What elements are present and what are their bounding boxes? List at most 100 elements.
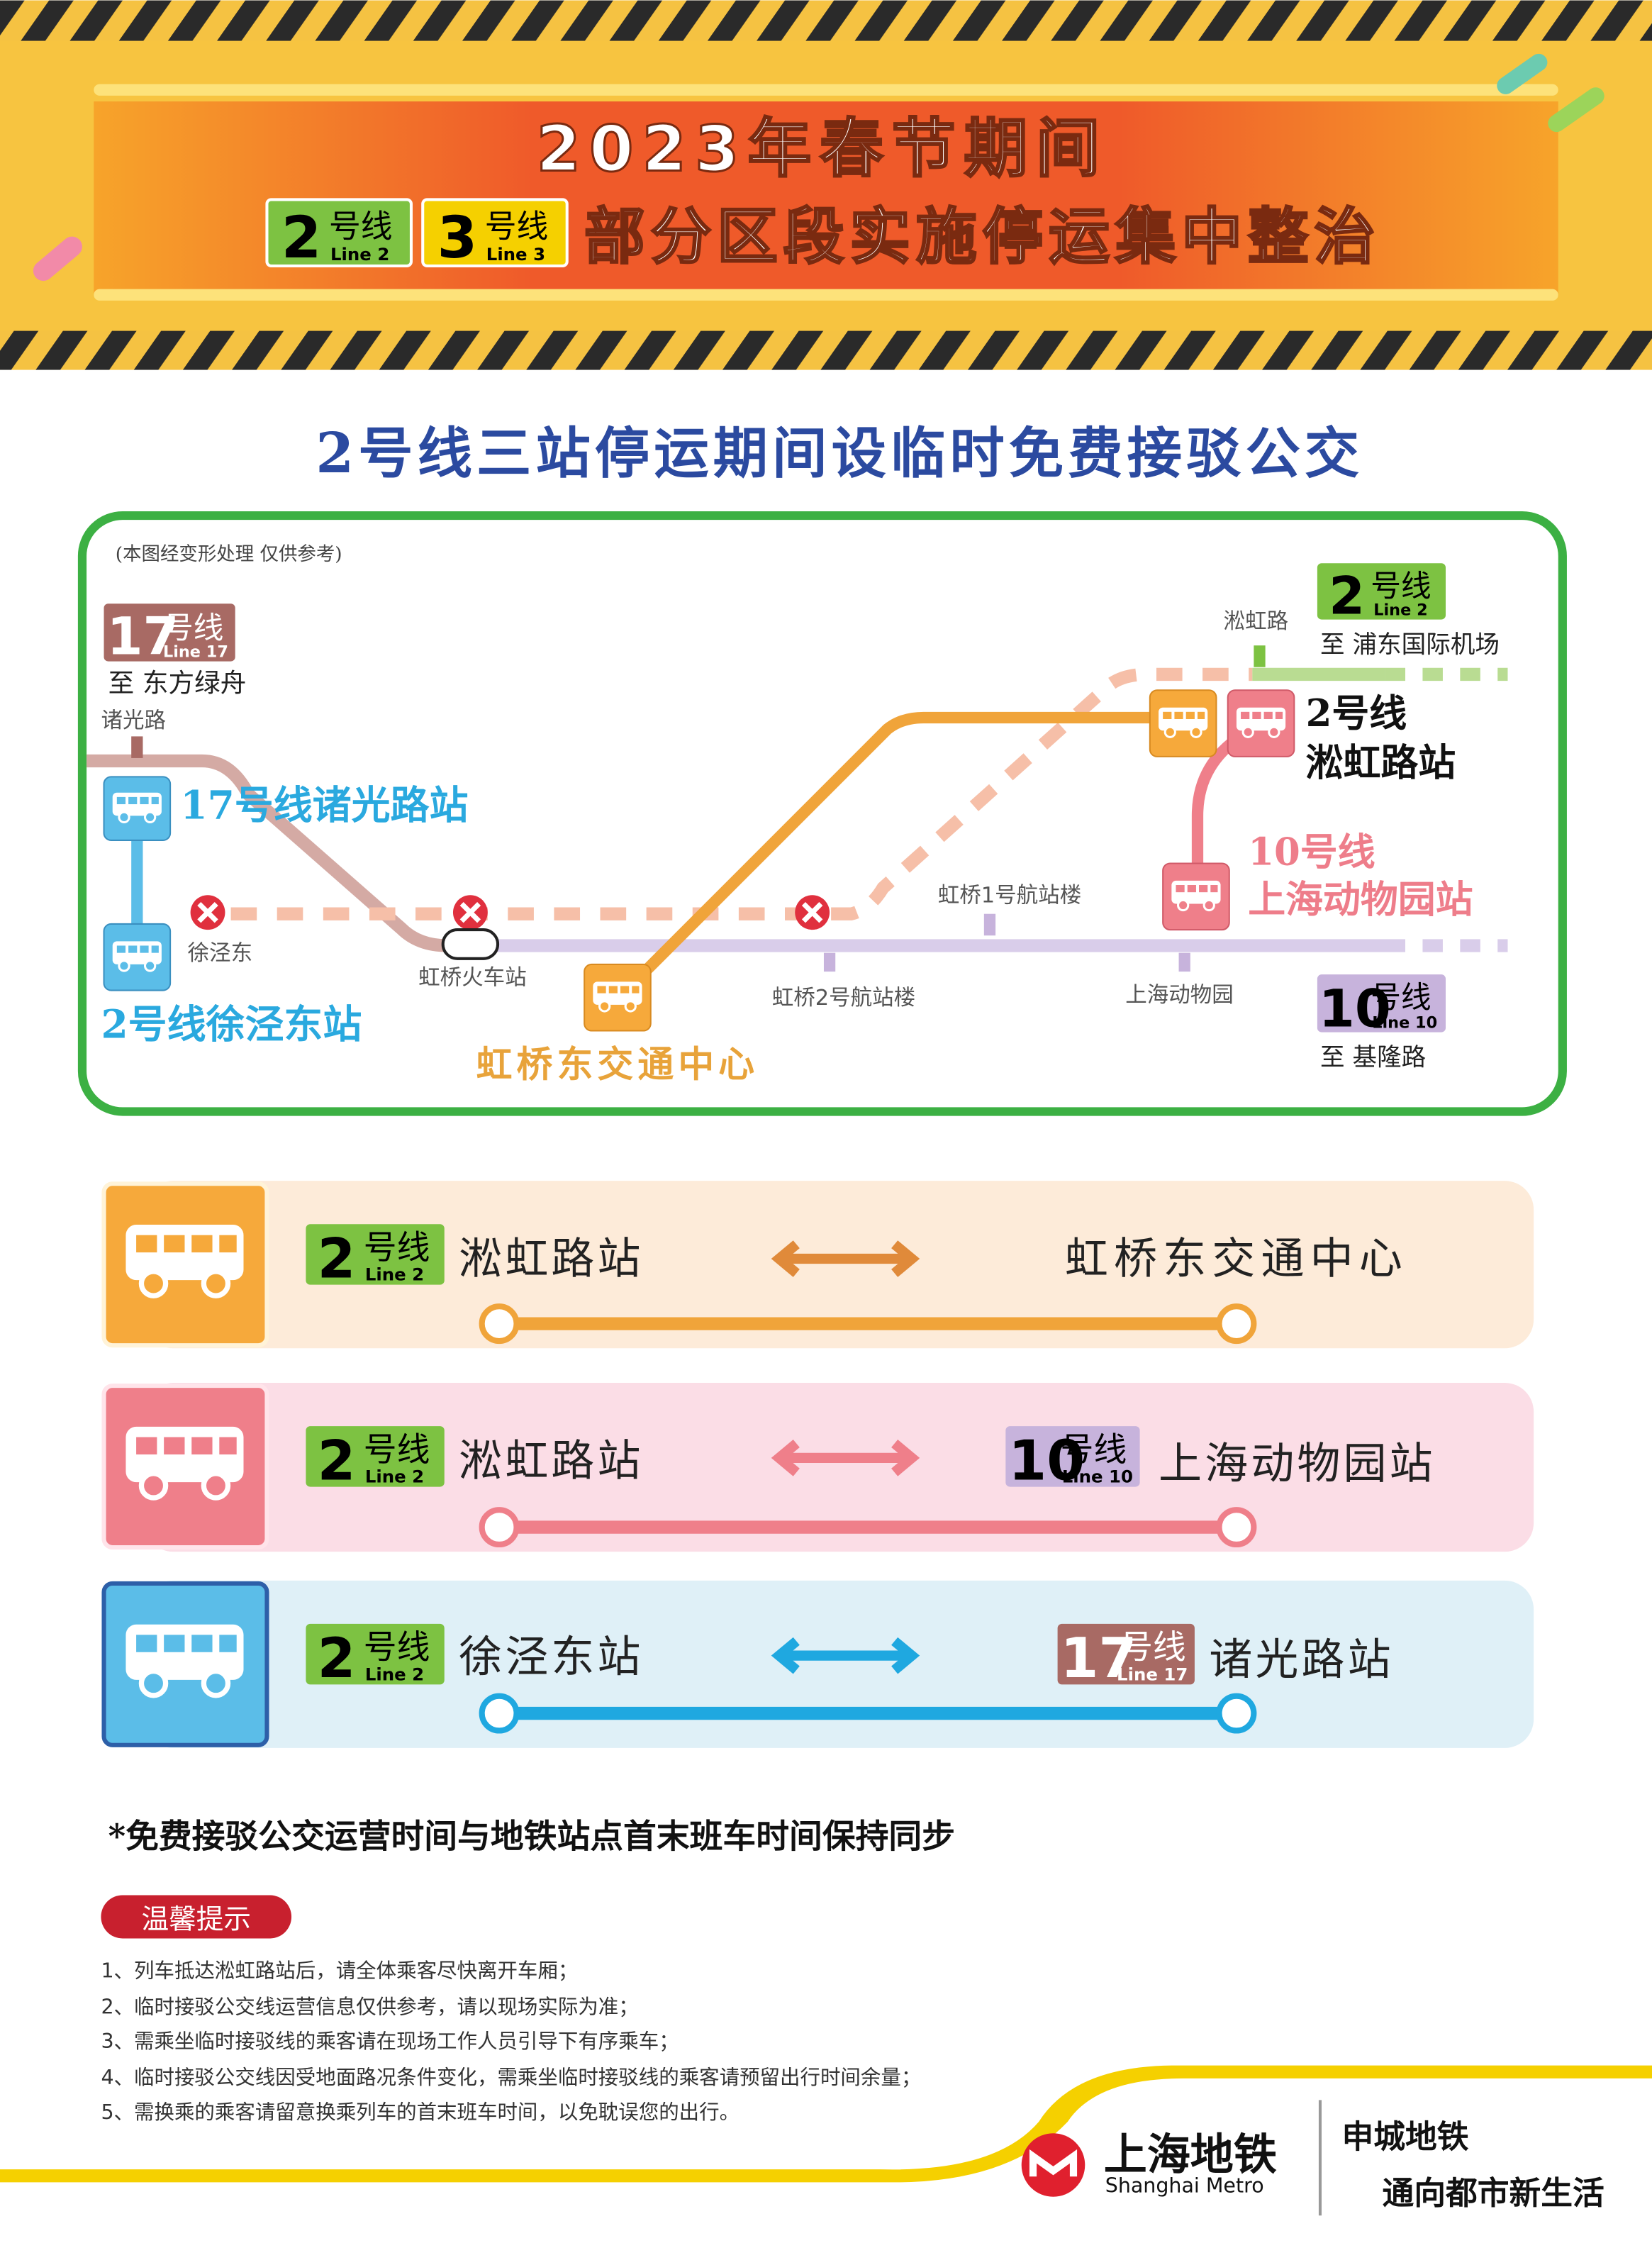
svg-text:号线: 号线 xyxy=(329,207,393,245)
station-label: 上海动物园 xyxy=(1125,983,1234,1008)
route-to: 虹桥东交通中心 xyxy=(1065,1233,1408,1284)
tips: 温馨提示 1、列车抵达淞虹路站后，请全体乘客尽快离开车厢； 2、临时接驳公交线运… xyxy=(101,1895,921,2124)
bus-stop-icon xyxy=(1149,689,1217,757)
svg-text:Line 10: Line 10 xyxy=(1062,1466,1133,1486)
svg-text:3: 3 xyxy=(437,204,478,272)
line-17-destination: 至 东方绿舟 xyxy=(108,667,247,698)
svg-text:Line 2: Line 2 xyxy=(365,1466,424,1486)
tips-badge xyxy=(101,1895,292,1939)
svg-text:Line 10: Line 10 xyxy=(1372,1013,1437,1032)
badge-line-3: 3 号线 Line 3 xyxy=(421,198,569,272)
svg-text:2: 2 xyxy=(1329,566,1365,626)
callout-songhong: 2号线 xyxy=(1306,691,1407,735)
svg-text:10: 10 xyxy=(1319,979,1391,1039)
title-line-1: 2023年春节期间 xyxy=(537,113,1109,187)
line-2-suspended-section xyxy=(230,667,1253,920)
svg-text:号线: 号线 xyxy=(364,1629,430,1667)
bus-stop-icon xyxy=(103,776,172,841)
line-17-badge: 17 号线 Line 17 xyxy=(104,603,235,667)
station-label: 虹桥2号航站楼 xyxy=(772,986,916,1011)
slogan-line-2: 通向都市新生活 xyxy=(1382,2174,1604,2212)
svg-text:Line 17: Line 17 xyxy=(163,642,228,661)
tip-item: 2、临时接驳公交线运营信息仅供参考，请以现场实际为准； xyxy=(101,1995,638,2018)
callout-xujingdong: 2号线徐泾东站 xyxy=(101,1001,362,1047)
route-row: 2 号线 Line 2 徐泾东站 17 号线 Line 17 诸光路站 xyxy=(101,1580,1534,1748)
bus-icon xyxy=(101,1581,269,1747)
slogan-line-1: 申城地铁 xyxy=(1341,2118,1468,2156)
svg-text:Line 2: Line 2 xyxy=(1373,601,1427,619)
tip-item: 3、需乘坐临时接驳线的乘客请在现场工作人员引导下有序乘车； xyxy=(101,2030,679,2053)
bus-icon xyxy=(101,1181,269,1348)
route-row: 2 号线 Line 2 淞虹路站 虹桥东交通中心 xyxy=(101,1181,1534,1349)
svg-text:温馨提示: 温馨提示 xyxy=(141,1903,251,1935)
line-17-track xyxy=(86,754,448,952)
svg-text:Line 2: Line 2 xyxy=(330,244,389,265)
footer: 上海地铁 Shanghai Metro 申城地铁 通向都市新生活 xyxy=(0,2065,1652,2216)
bidirectional-arrow-icon xyxy=(771,1240,920,1277)
hazard-stripe-top xyxy=(0,0,1652,41)
svg-text:号线: 号线 xyxy=(364,1431,430,1469)
bus-stop-icon xyxy=(1227,689,1295,757)
svg-text:Line 2: Line 2 xyxy=(365,1264,424,1285)
closed-station-icon xyxy=(795,895,830,930)
station-label: 虹桥1号航站楼 xyxy=(938,883,1082,908)
bus-stop-icon xyxy=(584,963,652,1032)
tip-item: 1、列车抵达淞虹路站后，请全体乘客尽快离开车厢； xyxy=(101,1959,578,1982)
svg-text:号线: 号线 xyxy=(1371,569,1431,604)
line-10-badge: 10 号线 Line 10 xyxy=(1005,1426,1140,1493)
title-line-2: 部分区段实施停运集中整治 xyxy=(584,202,1380,272)
route-to: 诸光路站 xyxy=(1209,1635,1393,1685)
callout-hub: 虹桥东交通中心 xyxy=(476,1043,759,1086)
hazard-stripe-bottom xyxy=(0,330,1652,370)
line-10-destination: 至 基隆路 xyxy=(1320,1043,1426,1072)
station-label: 虹桥火车站 xyxy=(418,965,527,990)
svg-text:17: 17 xyxy=(107,606,179,667)
svg-text:Line 17: Line 17 xyxy=(1117,1664,1188,1684)
line-2-badge: 2 号线 Line 2 xyxy=(306,1426,445,1493)
closed-station-icon xyxy=(452,895,488,930)
brand-name-en: Shanghai Metro xyxy=(1105,2174,1264,2198)
svg-text:号线: 号线 xyxy=(1120,1629,1186,1667)
badge-line-2: 2 号线 Line 2 xyxy=(265,198,413,272)
bus-stop-icon xyxy=(1162,862,1230,931)
svg-text:10: 10 xyxy=(1008,1429,1085,1493)
svg-text:17: 17 xyxy=(1061,1627,1137,1691)
svg-text:2: 2 xyxy=(318,1228,356,1291)
line-2-badge: 2 号线 Line 2 xyxy=(306,1623,445,1691)
brand-name-cn: 上海地铁 xyxy=(1104,2130,1277,2180)
bus-stop-icon xyxy=(103,923,172,991)
shanghai-metro-logo-icon xyxy=(1021,2133,1085,2197)
line-17-badge: 17 号线 Line 17 xyxy=(1057,1623,1195,1691)
callout-zoo: 上海动物园站 xyxy=(1248,878,1473,922)
station-label: 徐泾东 xyxy=(188,941,253,966)
yellow-swoosh xyxy=(0,2065,1652,2183)
bidirectional-arrow-icon xyxy=(771,1440,920,1476)
svg-text:2: 2 xyxy=(318,1429,356,1493)
route-to: 上海动物园站 xyxy=(1159,1438,1436,1488)
route-from: 淞虹路站 xyxy=(459,1233,643,1284)
map-disclaimer: (本图经变形处理 仅供参考) xyxy=(116,543,342,565)
route-map: (本图经变形处理 仅供参考) 17 号线 Line 17 至 东方绿舟 xyxy=(77,511,1567,1116)
svg-text:2: 2 xyxy=(318,1627,356,1691)
header: 2023年春节期间 2 号线 Line 2 3 号线 Line 3 部分区段实施… xyxy=(0,0,1652,370)
svg-text:号线: 号线 xyxy=(364,1229,430,1267)
callout-zoo: 10号线 xyxy=(1248,830,1375,874)
tip-item: 5、需换乘的乘客请留意换乘列车的首末班车时间，以免耽误您的出行。 xyxy=(101,2100,740,2124)
callout-zhuguang: 17号线诸光路站 xyxy=(180,781,468,828)
station-label: 淞虹路 xyxy=(1224,609,1289,634)
line-2-badge: 2 号线 Line 2 xyxy=(1317,563,1446,626)
callout-songhong: 淞虹路站 xyxy=(1306,740,1456,784)
bus-icon xyxy=(101,1384,269,1550)
closed-station-icon xyxy=(190,895,225,930)
footnote: *免费接驳公交运营时间与地铁站点首末班车时间保持同步 xyxy=(108,1817,955,1856)
svg-text:号线: 号线 xyxy=(1371,980,1431,1015)
svg-text:Line 3: Line 3 xyxy=(486,244,545,265)
line-2-badge: 2 号线 Line 2 xyxy=(306,1224,445,1291)
bidirectional-arrow-icon xyxy=(771,1637,920,1674)
tip-item: 4、临时接驳公交线因受地面路况条件变化，需乘坐临时接驳线的乘客请预留出行时间余量… xyxy=(101,2066,921,2089)
line-10-badge: 10 号线 Line 10 xyxy=(1317,974,1446,1039)
route-from: 淞虹路站 xyxy=(459,1435,643,1486)
station-label: 诸光路 xyxy=(101,708,166,733)
line-2-destination: 至 浦东国际机场 xyxy=(1320,630,1500,659)
